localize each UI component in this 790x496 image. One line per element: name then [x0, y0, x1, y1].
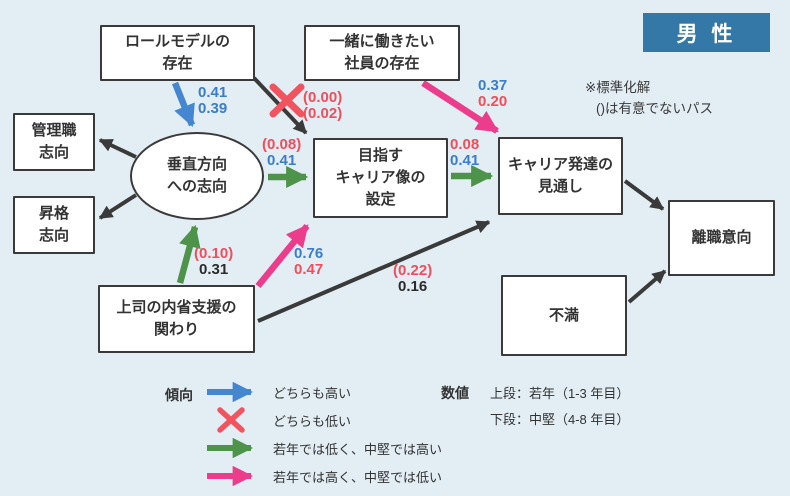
legend-values-title: 数値: [441, 385, 469, 401]
coef-lower: 0.31: [198, 261, 229, 278]
green-arrow-icon: [205, 438, 263, 458]
node-dissatisfaction: 不満: [501, 275, 627, 356]
node-promotion-orientation: 昇格 志向: [13, 196, 95, 254]
node-management-orientation: 管理職 志向: [13, 113, 95, 171]
red-x-icon: [205, 407, 263, 433]
legend-tendency-title: 傾向: [165, 387, 193, 403]
node-career-outlook: キャリア発達の 見通し: [498, 137, 623, 215]
node-vertical-orientation: 垂直方向 への志向: [130, 132, 264, 220]
pink-arrow-icon: [205, 466, 263, 486]
note-nonsignificant: ()は有意でないパス: [596, 101, 713, 116]
coef-upper: 0.37: [478, 77, 508, 94]
label-careerimage-to-outlook: 0.08 0.41: [450, 137, 479, 169]
node-career-image: 目指す キャリア像の 設定: [313, 138, 448, 218]
blue-arrow-icon: [205, 382, 263, 402]
legend-row-both-high: どちらも高い: [205, 378, 442, 406]
arrow-supervisor-to-vertical: [176, 224, 201, 284]
label-supervisor-to-vertical: (0.10) 0.31: [194, 246, 233, 278]
legend-row-young-low: 若年では低く、中堅では高い: [205, 434, 442, 462]
coef-upper: (0.08): [262, 136, 302, 153]
legend-values-lower: 下段：中堅（4-8 年目）: [490, 412, 630, 427]
legend-tendency: 傾向 どちらも高い どちらも低い 若年では低く、中堅では高い: [165, 378, 442, 490]
arrow-dissatisfaction-to-turnover: [627, 269, 667, 304]
arrow-vertical-to-promotion: [98, 193, 138, 220]
legend-row-text: どちらも高い: [273, 385, 352, 401]
not-significant-x-icon: [269, 83, 305, 118]
coef-lower: 0.47: [294, 261, 324, 278]
coef-lower: 0.41: [266, 152, 297, 169]
label-coworker-to-outlook: 0.37 0.20: [478, 78, 507, 110]
coef-lower: 0.41: [450, 152, 480, 169]
legend-row-young-high: 若年では高く、中堅では低い: [205, 462, 442, 490]
legend-row-both-low: どちらも低い: [205, 406, 442, 434]
node-coworker: 一緒に働きたい 社員の存在: [304, 25, 460, 81]
gender-badge: 男 性: [643, 13, 770, 52]
coef-upper: (0.22): [393, 262, 433, 279]
label-rolemodel-to-vertical: 0.41 0.39: [198, 85, 227, 117]
arrow-rolemodel-to-vertical: [171, 81, 196, 128]
node-role-model: ロールモデルの 存在: [100, 25, 255, 81]
arrow-outlook-to-turnover: [623, 179, 665, 211]
coef-lower: (0.02): [303, 105, 343, 122]
coef-upper: (0.10): [194, 245, 234, 262]
label-supervisor-to-careerimage: 0.76 0.47: [294, 246, 323, 278]
coef-upper: (0.00): [303, 89, 343, 106]
coef-upper: 0.08: [450, 136, 480, 153]
label-vertical-to-careerimage: (0.08) 0.41: [262, 137, 301, 169]
coef-lower: 0.16: [397, 278, 428, 295]
coef-upper: 0.41: [198, 84, 228, 101]
node-supervisor-support: 上司の内省支援の 関わり: [98, 285, 255, 353]
coef-upper: 0.76: [294, 245, 324, 262]
label-supervisor-to-outlook: (0.22) 0.16: [393, 263, 432, 295]
label-rolemodel-to-careerimage: (0.00) (0.02): [303, 90, 342, 122]
legend-values-upper: 上段：若年（1-3 年目）: [490, 386, 630, 401]
legend-row-text: 若年では低く、中堅では高い: [273, 441, 443, 457]
arrow-rolemodel-to-careerimage: [252, 76, 308, 135]
legend-row-text: 若年では高く、中堅では低い: [273, 469, 443, 485]
arrow-supervisor-to-outlook: [257, 220, 491, 323]
legend-row-text: どちらも低い: [273, 413, 352, 429]
coef-lower: 0.39: [198, 100, 228, 117]
arrow-vertical-to-management: [98, 138, 137, 159]
note-standardized: ※標準化解: [585, 80, 651, 95]
coef-lower: 0.20: [478, 93, 508, 110]
node-turnover-intention: 離職意向: [668, 200, 775, 276]
